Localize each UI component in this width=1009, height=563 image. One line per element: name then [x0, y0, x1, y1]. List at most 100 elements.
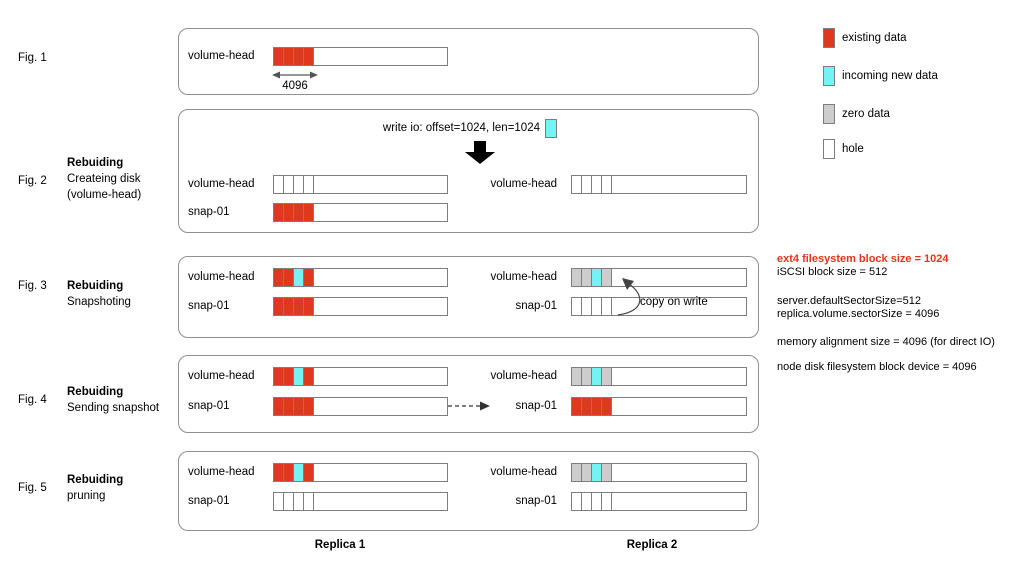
- row-label: volume-head: [188, 178, 255, 190]
- cell-zero: [572, 269, 582, 286]
- bar-remainder: [314, 493, 447, 510]
- cell-existing: [274, 398, 284, 415]
- incoming-data-block: [545, 119, 557, 138]
- cell-incoming: [592, 464, 602, 481]
- volume-head-bar: [571, 175, 747, 194]
- cell-hole: [274, 493, 284, 510]
- cell-existing: [274, 368, 284, 385]
- cell-hole: [582, 176, 592, 193]
- row-label: snap-01: [515, 400, 557, 412]
- cell-zero: [602, 269, 612, 286]
- cell-existing: [284, 368, 294, 385]
- cell-existing: [304, 398, 314, 415]
- cell-existing: [304, 464, 314, 481]
- bar-remainder: [612, 398, 746, 415]
- bar-remainder: [314, 176, 447, 193]
- bar-remainder: [612, 176, 746, 193]
- replica-2-label: Replica 2: [626, 539, 678, 551]
- bar-remainder: [612, 368, 746, 385]
- cell-existing: [304, 298, 314, 315]
- cell-zero: [582, 269, 592, 286]
- cell-incoming: [592, 269, 602, 286]
- cell-existing: [294, 48, 304, 65]
- snap-01-bar: [273, 492, 448, 511]
- cell-existing: [274, 269, 284, 286]
- cell-hole: [304, 493, 314, 510]
- cell-existing: [304, 269, 314, 286]
- cell-existing: [582, 398, 592, 415]
- cell-hole: [304, 176, 314, 193]
- cell-hole: [602, 493, 612, 510]
- fig3-caption-line: Snapshoting: [67, 296, 131, 308]
- fig5-caption-line: pruning: [67, 490, 106, 502]
- fig4-caption-title: Rebuiding: [67, 386, 124, 398]
- cell-hole: [592, 176, 602, 193]
- cell-existing: [592, 398, 602, 415]
- cell-hole: [602, 176, 612, 193]
- volume-head-bar: [273, 268, 448, 287]
- row-label: volume-head: [188, 271, 255, 283]
- cell-existing: [294, 298, 304, 315]
- fig4-label: Fig. 4: [18, 394, 47, 406]
- fig3-caption-title: Rebuiding: [67, 280, 124, 292]
- row-label: volume-head: [188, 466, 255, 478]
- cell-zero: [582, 368, 592, 385]
- cell-incoming: [294, 464, 304, 481]
- bar-remainder: [314, 48, 447, 65]
- legend-label: zero data: [842, 108, 890, 120]
- cell-existing: [294, 398, 304, 415]
- row-label: volume-head: [490, 178, 557, 190]
- bar-remainder: [314, 464, 447, 481]
- snap-01-bar: [571, 297, 747, 316]
- cell-hole: [284, 176, 294, 193]
- row-label: snap-01: [188, 400, 230, 412]
- volume-head-bar: [273, 463, 448, 482]
- cell-existing: [304, 368, 314, 385]
- bar-remainder: [612, 269, 746, 286]
- bar-remainder: [314, 298, 447, 315]
- cell-zero: [602, 464, 612, 481]
- bar-remainder: [612, 493, 746, 510]
- note-line: ext4 filesystem block size = 1024: [777, 253, 949, 265]
- note-line: memory alignment size = 4096 (for direct…: [777, 336, 995, 348]
- cell-hole: [572, 176, 582, 193]
- legend-label: incoming new data: [842, 70, 938, 82]
- copy-on-write-label: copy on write: [640, 296, 708, 308]
- cell-existing: [274, 204, 284, 221]
- row-label: volume-head: [188, 370, 255, 382]
- fig1-label: Fig. 1: [18, 52, 47, 64]
- fig5-caption-title: Rebuiding: [67, 474, 124, 486]
- cell-existing: [274, 48, 284, 65]
- cell-existing: [602, 398, 612, 415]
- bar-remainder: [314, 368, 447, 385]
- cell-hole: [284, 493, 294, 510]
- cell-incoming: [294, 269, 304, 286]
- bar-remainder: [612, 298, 746, 315]
- cell-zero: [572, 368, 582, 385]
- legend-label: existing data: [842, 32, 907, 44]
- zero-swatch: [823, 104, 835, 124]
- cell-existing: [284, 298, 294, 315]
- row-label: snap-01: [188, 206, 230, 218]
- fig2-label: Fig. 2: [18, 175, 47, 187]
- cell-incoming: [592, 368, 602, 385]
- block-size-annotation: 4096: [282, 80, 308, 92]
- volume-head-bar: [571, 367, 747, 386]
- cell-hole: [572, 298, 582, 315]
- cell-hole: [582, 298, 592, 315]
- cell-existing: [294, 204, 304, 221]
- fig2-caption-line: Createing disk: [67, 173, 141, 185]
- cell-hole: [294, 176, 304, 193]
- hole-swatch: [823, 139, 835, 159]
- bar-remainder: [314, 269, 447, 286]
- block-size-measure-arrow-icon: [272, 71, 318, 79]
- note-line: iSCSI block size = 512: [777, 266, 888, 278]
- note-line: node disk filesystem block device = 4096: [777, 361, 977, 373]
- cell-existing: [274, 298, 284, 315]
- snap-01-bar: [571, 492, 747, 511]
- legend-label: hole: [842, 143, 864, 155]
- cell-zero: [582, 464, 592, 481]
- row-label: snap-01: [515, 300, 557, 312]
- cell-hole: [592, 298, 602, 315]
